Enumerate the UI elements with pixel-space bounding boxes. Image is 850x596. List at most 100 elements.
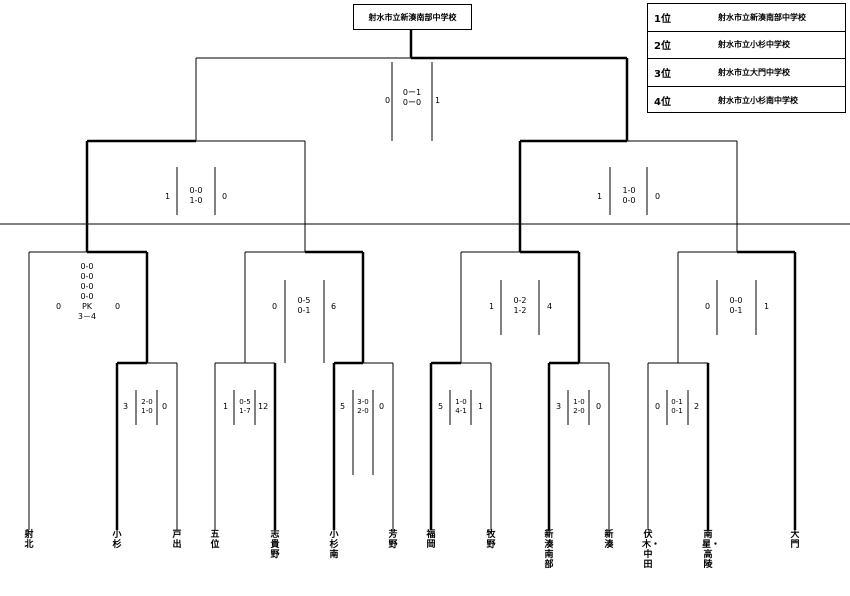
round1-c: [332, 361, 394, 530]
final-bracket: [195, 30, 629, 141]
rank-school: 射水市立新湊南部中学校: [718, 12, 806, 22]
set-score: 0-1: [297, 306, 311, 315]
qf2-right-score: 6: [331, 302, 337, 311]
qf4-set-scores: 0-0 0-1: [718, 296, 754, 316]
round1-f: [647, 362, 710, 530]
set-score: 1-7: [239, 407, 251, 415]
team-name: 芳野: [388, 530, 398, 550]
set-score: 1-0: [622, 186, 636, 195]
round1-b: [214, 362, 277, 530]
round1-d: [429, 361, 492, 530]
semi-left-left-score: 1: [165, 192, 171, 201]
team-name: 新湊: [604, 530, 614, 550]
r1-a-left-score: 3: [123, 402, 129, 411]
set-score: PK: [81, 302, 93, 311]
rank-school: 射水市立小杉南中学校: [718, 95, 798, 105]
set-score: 0-5: [297, 296, 311, 305]
rankings-table: 1位 射水市立新湊南部中学校 2位 射水市立小杉中学校 3位 射水市立大門中学校…: [647, 3, 846, 113]
qf3-set-scores: 0-2 1-2: [502, 296, 538, 316]
semi-right-set-scores: 1-0 0-0: [611, 186, 647, 206]
semi-left-right-score: 0: [222, 192, 228, 201]
r1-d-set-scores: 1-0 4-1: [450, 398, 472, 416]
team-name: 福岡: [426, 530, 436, 550]
quarterfinal-1: [28, 250, 149, 530]
r1-f-left-score: 0: [655, 402, 661, 411]
set-score: 0-1: [671, 407, 683, 415]
champion-name: 射水市立新湊南部中学校: [368, 12, 457, 22]
r1-f-right-score: 2: [694, 402, 700, 411]
rank-row: 3位 射水市立大門中学校: [648, 59, 845, 87]
team-name: 大門: [790, 530, 800, 550]
set-score: 1-0: [573, 398, 585, 406]
round1-a: [115, 361, 178, 530]
semi-left-set-scores: 0-0 1-0: [178, 186, 214, 206]
semifinal-right: [518, 139, 738, 252]
r1-d-left-score: 5: [438, 402, 444, 411]
set-score: 0-1: [729, 306, 743, 315]
set-score: 2-0: [141, 398, 153, 406]
set-score: 0-0: [80, 272, 94, 281]
quarterfinal-2: [244, 250, 365, 363]
set-score: 2-0: [357, 407, 369, 415]
rank-row: 2位 射水市立小杉中学校: [648, 32, 845, 59]
final-left-score: 0: [385, 96, 391, 105]
team-name: 五位: [210, 530, 220, 550]
set-score: 3－4: [77, 312, 97, 321]
rank-school: 射水市立大門中学校: [718, 67, 790, 77]
team-name: 志貴野: [270, 530, 280, 560]
qf1-left-score: 0: [56, 302, 62, 311]
set-score: 0-0: [80, 292, 94, 301]
r1-c-left-score: 5: [340, 402, 346, 411]
set-score: 0ー0: [402, 98, 422, 107]
qf3-right-score: 4: [547, 302, 553, 311]
r1-c-right-score: 0: [379, 402, 385, 411]
final-right-score: 1: [435, 96, 441, 105]
round1-e: [547, 361, 610, 530]
champion-box: 射水市立新湊南部中学校: [353, 4, 472, 30]
qf2-set-scores: 0-5 0-1: [286, 296, 322, 316]
semifinal-left: [85, 139, 306, 252]
r1-c-set-scores: 3-0 2-0: [352, 398, 374, 416]
r1-a-right-score: 0: [162, 402, 168, 411]
semi-right-right-score: 0: [655, 192, 661, 201]
team-name: 南星・高陵: [702, 530, 721, 570]
rank-label: 2位: [654, 41, 671, 53]
rank-label: 3位: [654, 68, 671, 80]
set-score: 0-0: [80, 282, 94, 291]
team-name: 新湊南部: [544, 530, 554, 570]
r1-e-left-score: 3: [556, 402, 562, 411]
team-name: 伏木・中田: [642, 530, 661, 570]
final-set-scores: 0ー1 0ー0: [394, 88, 430, 108]
set-score: 4-1: [455, 407, 467, 415]
semi-right-left-score: 1: [597, 192, 603, 201]
team-name: 牧野: [486, 530, 496, 550]
r1-e-right-score: 0: [596, 402, 602, 411]
set-score: 1-0: [189, 196, 203, 205]
r1-b-right-score: 12: [258, 402, 269, 411]
set-score: 0-2: [513, 296, 527, 305]
set-score: 2-0: [573, 407, 585, 415]
set-score: 0-1: [671, 398, 683, 406]
rank-label: 1位: [654, 13, 671, 25]
set-score: 1-0: [141, 407, 153, 415]
qf1-right-score: 0: [115, 302, 121, 311]
set-score: 0-5: [239, 398, 251, 406]
rank-row: 1位 射水市立新湊南部中学校: [648, 4, 845, 32]
team-name: 戸出: [172, 530, 182, 550]
qf1-set-scores: 0-0 0-0 0-0 0-0 PK 3－4: [69, 262, 105, 322]
set-score: 3-0: [357, 398, 369, 406]
qf3-left-score: 1: [489, 302, 495, 311]
rank-label: 4位: [654, 96, 671, 108]
quarterfinal-3: [460, 250, 581, 363]
set-score: 0-0: [189, 186, 203, 195]
set-score: 1-0: [455, 398, 467, 406]
rank-school: 射水市立小杉中学校: [718, 40, 790, 50]
r1-b-left-score: 1: [223, 402, 229, 411]
qf4-left-score: 0: [705, 302, 711, 311]
qf2-left-score: 0: [272, 302, 278, 311]
r1-b-set-scores: 0-5 1-7: [234, 398, 256, 416]
quarterfinal-4: [677, 250, 797, 530]
rank-row: 4位 射水市立小杉南中学校: [648, 87, 845, 115]
qf4-right-score: 1: [764, 302, 770, 311]
set-score: 1-2: [513, 306, 527, 315]
